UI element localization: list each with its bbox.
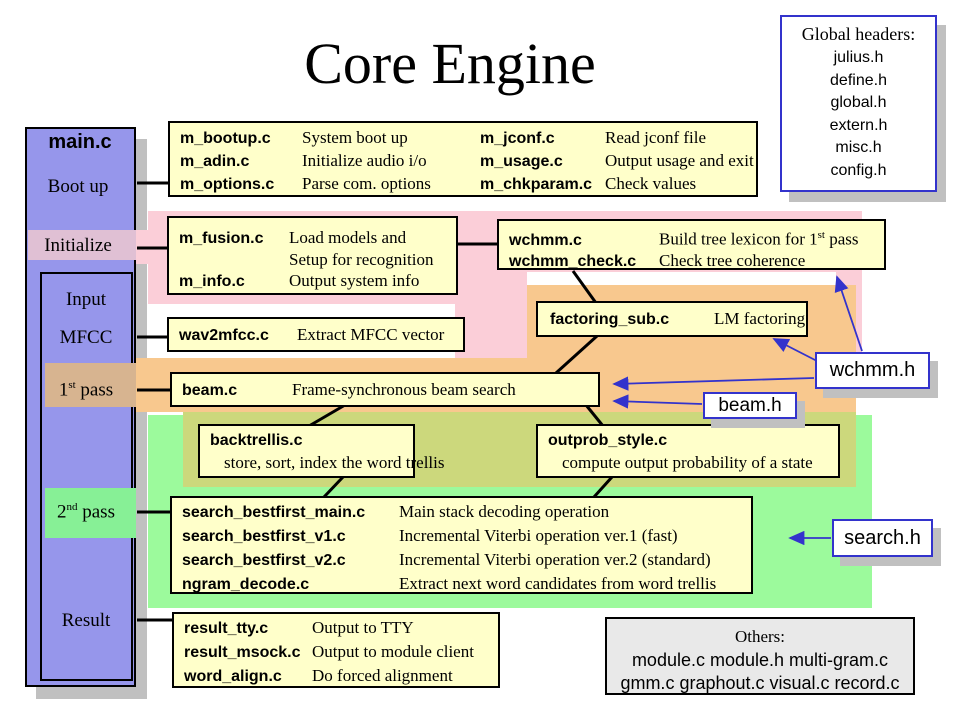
others-title: Others: (734, 627, 786, 646)
sidebar-label-result: Result (61, 610, 111, 631)
others-line1: module.c module.h multi-gram.c (631, 650, 889, 670)
sidebar-label-input: Input (65, 289, 107, 310)
outprob-box: outprob_style.c compute output probabili… (536, 424, 840, 478)
others-line2: gmm.c graphout.c visual.c record.c (620, 673, 900, 693)
sidebar-label-initialize: Initialize (44, 235, 112, 256)
main-c-sidebar (25, 127, 136, 687)
main-c-inner-box (40, 272, 133, 681)
wchmm-h-box: wchmm.h (815, 352, 930, 389)
beam-h-box: beam.h (703, 392, 797, 419)
sidebar-label-1st-pass: 1st pass (58, 379, 114, 401)
page-title: Core Engine (304, 31, 596, 96)
sidebar-title: main.c (48, 131, 112, 153)
band-green-pass2-in-sidebar (45, 488, 136, 538)
global-header-item: julius.h (833, 49, 884, 66)
band-pink-initialize-in-sidebar (28, 230, 136, 260)
backtrellis-box: backtrellis.c store, sort, index the wor… (198, 424, 445, 478)
others-box: Others: module.c module.h multi-gram.c g… (605, 617, 915, 695)
search-h-box: search.h (832, 519, 933, 557)
sidebar-label-mfcc: MFCC (59, 327, 113, 348)
global-headers-box: Global headers: julius.h define.h global… (780, 15, 937, 192)
band-orange-pass1-in-sidebar (45, 363, 136, 407)
module-row: Setup for recognition (289, 250, 434, 269)
global-header-item: misc.h (835, 139, 882, 156)
global-headers-title: Global headers: (801, 24, 916, 44)
global-header-item: global.h (830, 94, 887, 111)
global-header-item: define.h (830, 71, 887, 89)
sidebar-label-boot-up: Boot up (47, 176, 109, 197)
global-header-item: config.h (830, 161, 887, 179)
global-header-item: extern.h (829, 116, 888, 134)
sidebar-label-2nd-pass: 2nd pass (57, 501, 115, 523)
